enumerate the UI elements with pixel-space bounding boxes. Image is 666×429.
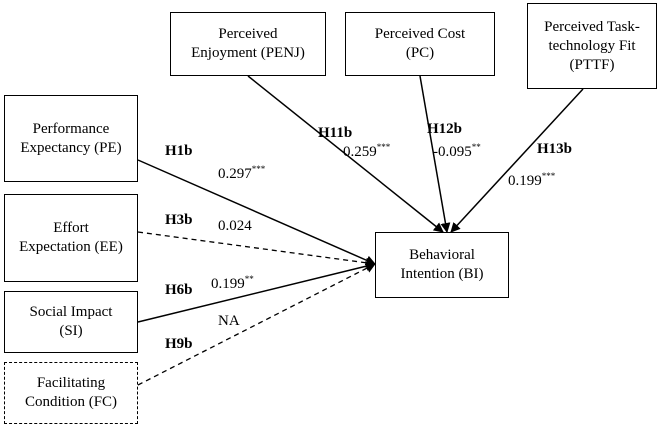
coefficient-label-fc: NA — [218, 313, 240, 330]
construct-si-line2: (SI) — [59, 323, 83, 339]
construct-fc-line1: Facilitating — [36, 375, 106, 391]
hypothesis-label-ee: H3b — [165, 212, 193, 228]
significance-si: ** — [244, 274, 254, 284]
coefficient-label-ee: 0.024 — [218, 218, 252, 235]
coefficient-value-pe: 0.297 — [218, 166, 252, 182]
construct-ee-line2: Expectation (EE) — [19, 239, 123, 255]
construct-si: Social Impact (SI) — [4, 291, 138, 353]
coefficient-value-si: 0.199 — [211, 276, 245, 292]
coefficient-label-pe: 0.297*** — [218, 164, 266, 183]
construct-si-line1: Social Impact — [29, 304, 113, 320]
significance-penj: *** — [376, 142, 391, 152]
construct-penj: Perceived Enjoyment (PENJ) — [170, 12, 326, 76]
significance-pe: *** — [251, 164, 266, 174]
coefficient-value-fc: NA — [218, 313, 240, 329]
construct-bi-line2: Intention (BI) — [400, 266, 484, 282]
coefficient-label-si: 0.199** — [211, 274, 254, 293]
construct-pttf-line3: (PTTF) — [569, 56, 615, 73]
arrow-si-bi — [137, 261, 376, 323]
coefficient-label-pc: -0.095** — [433, 142, 481, 161]
construct-pe-line1: Performance — [32, 120, 110, 137]
construct-fc: Facilitating Condition (FC) — [4, 362, 138, 424]
arrow-ee-bi — [137, 231, 376, 268]
construct-penj-line1: Perceived — [218, 26, 278, 42]
significance-pc: ** — [471, 142, 481, 152]
arrow-pe-bi — [137, 159, 376, 265]
arrow-pc-bi — [419, 75, 451, 233]
hypothesis-label-pe: H1b — [165, 143, 193, 159]
hypothesis-label-penj: H11b — [318, 125, 353, 141]
construct-bi: Behavioral Intention (BI) — [375, 232, 509, 298]
construct-ee-line1: Effort — [53, 220, 89, 236]
hypothesis-label-pc: H12b — [427, 121, 463, 137]
construct-pttf-line2: technology Fit — [548, 37, 636, 54]
construct-fc-line2: Condition (FC) — [24, 394, 118, 410]
construct-pe-line2: Expectancy (PE) — [20, 139, 122, 156]
significance-pttf: *** — [541, 171, 556, 181]
construct-pe: Performance Expectancy (PE) — [4, 95, 138, 182]
construct-ee: Effort Expectation (EE) — [4, 194, 138, 282]
construct-pc-line2: (PC) — [405, 45, 435, 61]
arrow-penj-bi — [247, 75, 444, 233]
arrow-pttf-bi — [450, 88, 584, 233]
coefficient-label-penj: 0.259*** — [343, 142, 391, 161]
hypothesis-label-pttf: H13b — [537, 141, 573, 157]
hypothesis-label-si: H6b — [165, 282, 193, 298]
coefficient-value-penj: 0.259 — [343, 144, 377, 160]
coefficient-value-pttf: 0.199 — [508, 173, 542, 189]
coefficient-value-pc: -0.095 — [433, 144, 472, 160]
construct-pc: Perceived Cost (PC) — [345, 12, 495, 76]
construct-penj-line2: Enjoyment (PENJ) — [191, 45, 305, 61]
hypothesis-label-fc: H9b — [165, 336, 193, 352]
construct-pttf-line1: Perceived Task- — [544, 18, 640, 35]
coefficient-label-pttf: 0.199*** — [508, 171, 556, 190]
construct-pttf: Perceived Task- technology Fit (PTTF) — [527, 3, 657, 89]
coefficient-value-ee: 0.024 — [218, 218, 252, 234]
construct-bi-line1: Behavioral — [409, 247, 475, 263]
construct-pc-line1: Perceived Cost — [374, 26, 466, 42]
